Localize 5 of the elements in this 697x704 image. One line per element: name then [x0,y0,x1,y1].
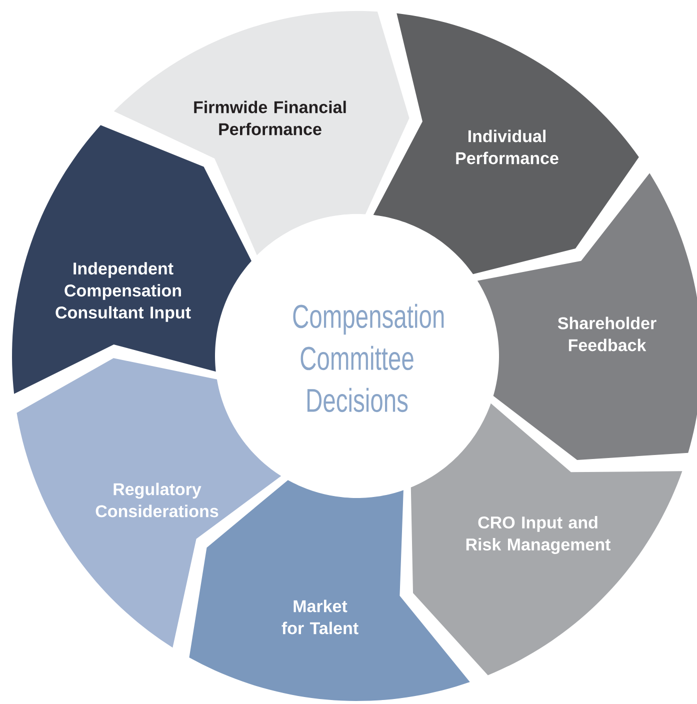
ring-segment: Individual Performance [373,13,639,274]
ring-segment: CRO Input and Risk Management [410,403,682,676]
ring-segment: Regulatory Considerations [16,358,282,648]
ring-segment: Shareholder Feedback [477,173,697,460]
ring-segment: Firmwide Financial Performance [114,11,410,256]
